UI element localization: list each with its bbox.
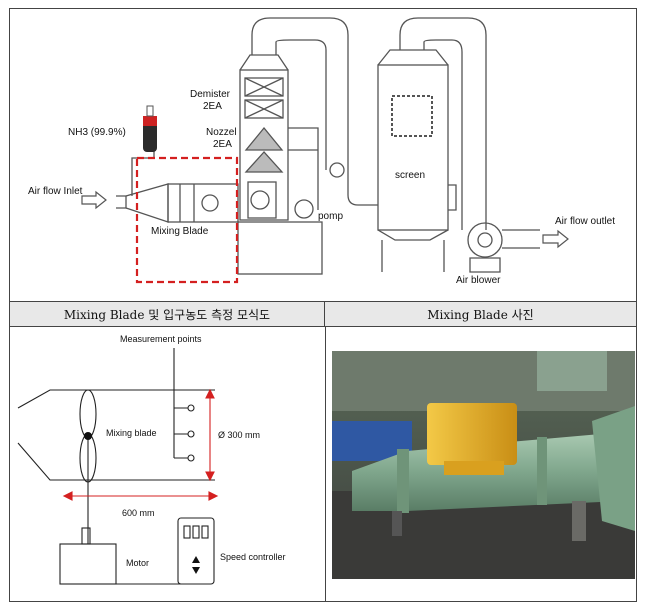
label-nh3: NH3 (99.9%)	[68, 127, 126, 138]
label-schematic-mixing-blade: Mixing blade	[106, 428, 157, 438]
mixing-section-highlight	[135, 156, 239, 284]
label-speed-controller: Speed controller	[220, 552, 286, 562]
label-length: 600 mm	[122, 508, 155, 518]
left-panel-header: Mixing Blade 및 입구농도 측정 모식도	[10, 301, 325, 327]
label-air-flow-inlet: Air flow Inlet	[28, 186, 83, 197]
label-measurement-points: Measurement points	[120, 334, 202, 344]
screen-window	[391, 95, 433, 137]
outlet-arrow-icon	[542, 229, 569, 249]
inlet-arrow-icon	[81, 190, 107, 210]
label-mixing-blade: Mixing Blade	[151, 226, 209, 237]
down-arrow-icon	[192, 567, 200, 574]
label-demister-qty: 2EA	[203, 101, 222, 112]
label-pomp: pomp	[318, 211, 343, 222]
label-air-flow-outlet: Air flow outlet	[555, 216, 615, 227]
demister-2	[244, 99, 284, 119]
label-screen: screen	[395, 170, 425, 181]
scrubber-tower	[239, 69, 289, 221]
process-diagram: Demister 2EA Nozzel 2EA NH3 (99.9%) Air …	[28, 17, 615, 286]
duct-bottom-edge	[17, 442, 215, 481]
pomp-icon	[294, 199, 314, 219]
mixing-blade-schematic: Measurement points Mixing blade Ø 300 mm…	[17, 334, 286, 585]
mixer-duct	[167, 183, 239, 223]
speed-controller-icon	[177, 517, 215, 585]
label-diameter: Ø 300 mm	[218, 430, 260, 440]
mixer-flange-icon	[201, 194, 219, 212]
duct-top-edge	[17, 389, 215, 409]
right-panel-header: Mixing Blade 사진	[325, 301, 636, 327]
demister-1	[244, 77, 284, 97]
duct-tower-to-screen	[251, 17, 378, 206]
blade-upper	[79, 389, 97, 439]
up-arrow-icon	[192, 556, 200, 563]
tower-top-cone	[239, 54, 289, 71]
label-air-blower: Air blower	[456, 275, 501, 286]
label-motor: Motor	[126, 558, 149, 568]
nozzle-spray-1	[244, 126, 284, 151]
tank-base	[237, 221, 323, 275]
screen-vessel	[377, 64, 449, 231]
nozzle-spray-2	[244, 151, 284, 173]
label-nozzel-qty: 2EA	[213, 139, 232, 150]
mixing-blade-photo	[332, 351, 635, 579]
motor-icon	[59, 543, 117, 585]
air-blower-icon	[467, 222, 503, 258]
figure-frame	[9, 8, 637, 602]
label-demister: Demister	[190, 89, 231, 100]
motor-photo	[427, 403, 517, 465]
label-nozzel: Nozzel	[206, 127, 237, 138]
panel-divider	[325, 327, 326, 601]
